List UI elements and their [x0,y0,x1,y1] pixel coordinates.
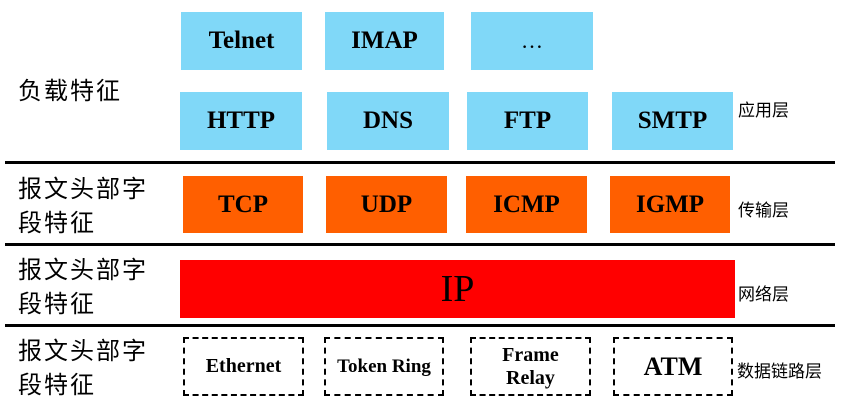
protocol-label: Telnet [208,27,275,54]
layer-divider [5,161,835,164]
protocol-label: … [521,28,543,53]
layer-divider [5,324,835,327]
protocol-label: Token Ring [337,355,431,377]
datalink-feature-label: 报文头部字 段特征 [18,334,148,402]
protocol-frame-relay: Frame Relay [470,337,591,396]
feature-line-2: 段特征 [18,290,96,318]
protocol-label: SMTP [637,107,708,134]
protocol-igmp: IGMP [610,176,730,233]
datalink-layer-label: 数据链路层 [737,362,822,382]
protocol-icmp: ICMP [466,176,587,233]
protocol-label: FTP [503,107,552,134]
protocol-dns: DNS [327,92,449,150]
protocol-ip: IP [180,260,735,318]
protocol-http: HTTP [180,92,302,150]
protocol-label: UDP [360,190,413,218]
transport-layer-label: 传输层 [738,201,789,221]
protocol-telnet: Telnet [181,12,302,70]
feature-line-2: 段特征 [18,371,96,399]
protocol-label-line-2: Relay [506,366,555,389]
protocol-label: ATM [643,351,703,381]
feature-line-1: 报文头部字 [18,256,148,284]
protocol-ellipsis: … [471,12,593,70]
protocol-ethernet: Ethernet [183,337,304,396]
protocol-udp: UDP [326,176,447,233]
protocol-label: Ethernet [205,355,282,377]
protocol-label: IP [440,268,475,310]
network-feature-label: 报文头部字 段特征 [18,253,148,321]
transport-feature-label: 报文头部字 段特征 [18,172,148,240]
application-feature-label: 负载特征 [18,77,122,105]
protocol-atm: ATM [613,337,733,396]
application-layer-label: 应用层 [738,101,789,121]
network-layer-label: 网络层 [738,285,789,305]
protocol-label: TCP [218,190,268,218]
feature-line-2: 段特征 [18,209,96,237]
protocol-smtp: SMTP [612,92,733,150]
protocol-label: ICMP [493,190,560,218]
protocol-imap: IMAP [325,12,444,70]
protocol-ftp: FTP [467,92,588,150]
feature-line-1: 报文头部字 [18,175,148,203]
protocol-label-line-1: Frame [502,343,559,366]
protocol-tcp: TCP [183,176,303,233]
protocol-label: IGMP [635,190,705,218]
feature-line-1: 报文头部字 [18,337,148,365]
protocol-label: IMAP [351,27,418,54]
protocol-token-ring: Token Ring [324,337,444,396]
layer-divider [5,243,835,246]
protocol-label: HTTP [206,107,276,134]
protocol-label: DNS [362,107,413,134]
